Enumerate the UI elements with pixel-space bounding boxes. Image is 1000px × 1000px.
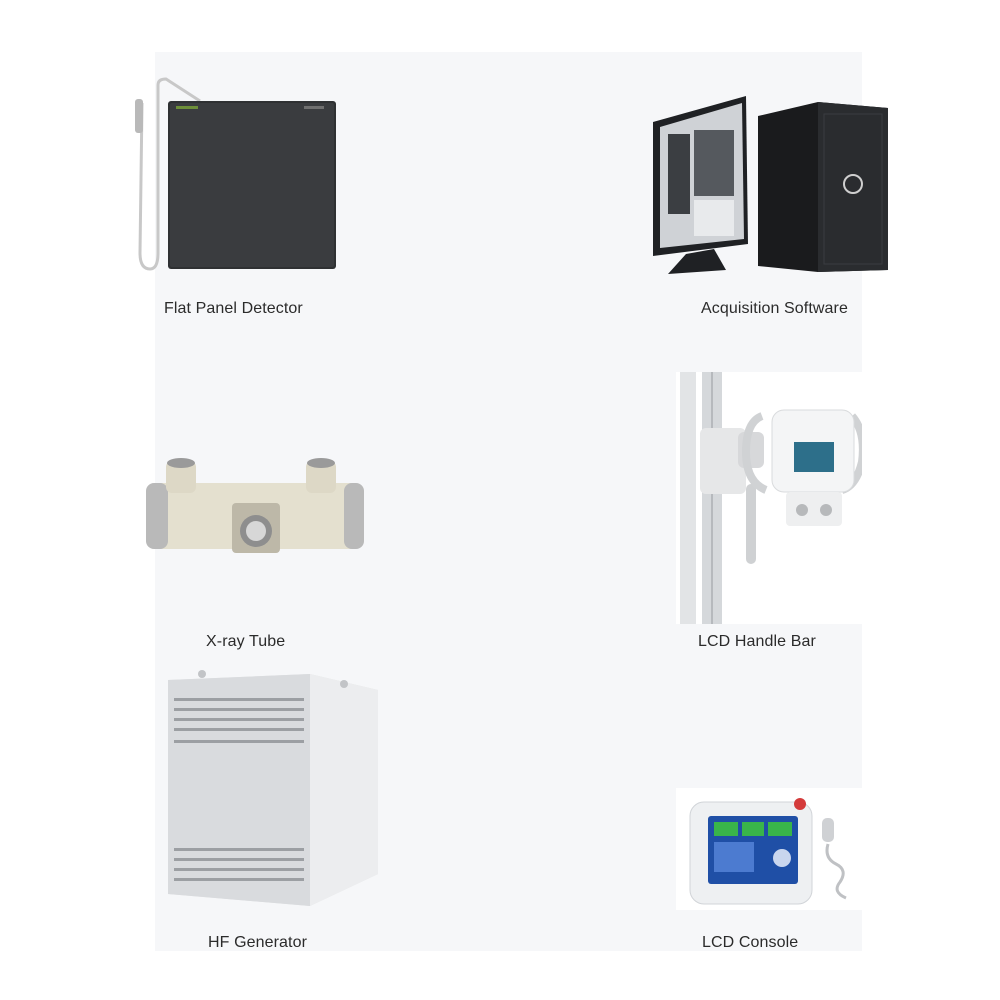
xray-tube-icon	[146, 458, 364, 553]
xray-tube-item	[140, 455, 370, 570]
workstation-icon	[653, 96, 888, 274]
console-icon	[676, 788, 866, 910]
xray-tube-label: X-ray Tube	[206, 633, 286, 650]
generator-cabinet-icon	[168, 670, 378, 906]
hf-generator-item	[160, 668, 385, 918]
flat-panel-detector-icon	[135, 77, 336, 271]
hf-generator-label: HF Generator	[208, 934, 308, 951]
acquisition-software-label: Acquisition Software	[701, 300, 848, 317]
handle-bar-icon	[676, 372, 862, 624]
lcd-console-label: LCD Console	[702, 934, 799, 951]
flat-panel-detector-item	[128, 75, 343, 275]
lcd-handle-bar-label: LCD Handle Bar	[698, 633, 816, 650]
lcd-handle-bar-item	[676, 372, 862, 624]
flat-panel-detector-label: Flat Panel Detector	[164, 300, 303, 317]
lcd-console-item	[676, 788, 866, 910]
acquisition-software-item	[648, 94, 893, 279]
